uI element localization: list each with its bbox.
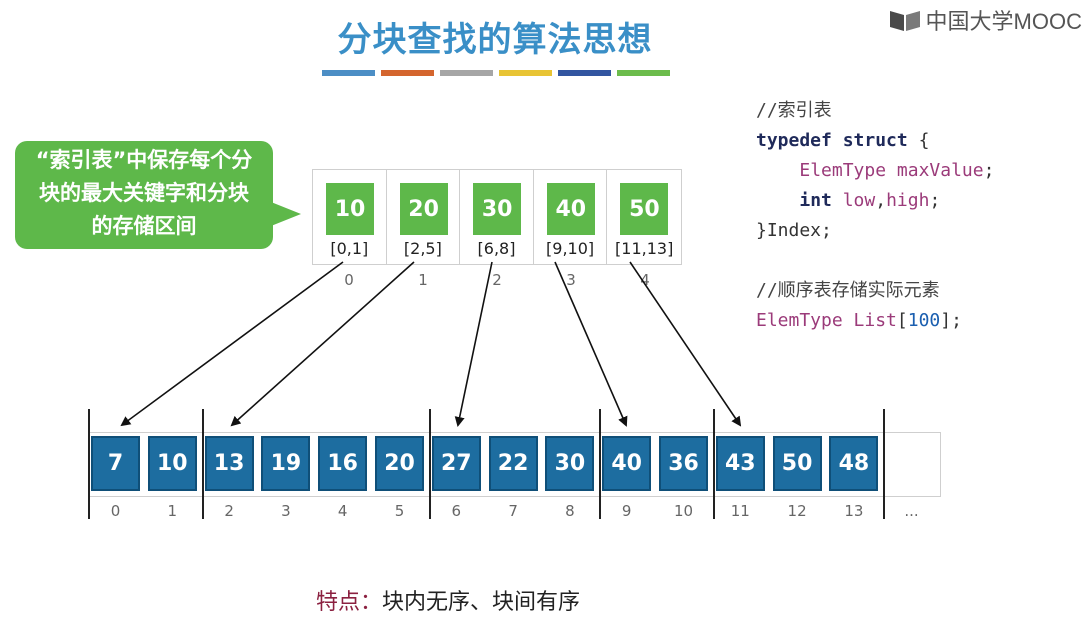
list-index: 5 — [394, 502, 405, 520]
code-field: maxValue — [896, 160, 984, 181]
list-element: 22 — [488, 436, 538, 491]
list-element: 7 — [91, 436, 140, 491]
pointer-arrow — [120, 261, 344, 427]
index-entry: 40 [9,10] — [534, 170, 608, 264]
code-field: high — [886, 190, 930, 211]
list-element: 13 — [204, 436, 254, 491]
list-element: 43 — [715, 436, 765, 491]
index-entry: 10 [0,1] — [313, 170, 387, 264]
code-var: List — [853, 310, 897, 331]
code-brace: { — [907, 130, 930, 151]
index-position: 3 — [566, 271, 576, 289]
list-element: 10 — [147, 436, 197, 491]
code-close: }Index; — [756, 220, 832, 241]
code-keyword: int — [799, 190, 832, 211]
logo-text: 中国大学MOOC — [925, 9, 1082, 34]
index-range: [6,8] — [477, 239, 516, 258]
list-index: 7 — [508, 502, 518, 520]
index-position: 1 — [418, 271, 428, 289]
list-index: 9 — [621, 502, 632, 520]
index-range: [9,10] — [546, 239, 595, 258]
index-range: [11,13] — [615, 239, 674, 258]
index-range: [2,5] — [403, 239, 442, 258]
block-divider — [599, 409, 601, 519]
index-max-value: 30 — [473, 183, 522, 235]
index-table: 10 [0,1] 20 [2,5] 30 [6,8] 40 [9,10] 50 … — [312, 169, 682, 265]
index-range: [0,1] — [330, 239, 369, 258]
list-element: 36 — [659, 436, 708, 491]
list-element: 48 — [829, 436, 879, 491]
feature-text: 块内无序、块间有序 — [382, 590, 581, 615]
index-max-value: 50 — [620, 183, 669, 235]
block-divider — [883, 409, 885, 519]
list-index: 6 — [451, 502, 462, 520]
index-position: 0 — [344, 271, 354, 289]
code-type: ElemType — [799, 160, 887, 181]
list-index: 11 — [730, 502, 750, 520]
callout-pointer — [271, 202, 301, 226]
block-divider — [713, 409, 715, 519]
list-index: 4 — [337, 502, 348, 520]
block-divider — [202, 409, 204, 519]
code-number: 100 — [907, 310, 941, 331]
stripe — [617, 70, 670, 76]
code-comment: //索引表 — [756, 100, 832, 121]
block-divider — [429, 409, 431, 519]
code-keyword: struct — [842, 130, 908, 151]
index-entry: 20 [2,5] — [387, 170, 461, 264]
list-index: 8 — [565, 502, 575, 520]
index-entry: 30 [6,8] — [460, 170, 534, 264]
stripe — [499, 70, 552, 76]
code-block: //索引表 typedef struct { ElemType maxValue… — [756, 100, 995, 331]
list-index: 10 — [673, 502, 694, 520]
list-element: 40 — [602, 436, 652, 491]
mooc-logo: 中国大学MOOC — [888, 4, 1082, 36]
code-keyword: typedef — [756, 130, 832, 151]
index-max-value: 20 — [399, 183, 448, 235]
list-index: 3 — [281, 502, 291, 520]
list-element: 30 — [545, 436, 595, 491]
list-ellipsis: ... — [904, 502, 919, 520]
block-divider — [88, 409, 90, 519]
code-type: ElemType — [756, 310, 843, 331]
code-comment: //顺序表存储实际元素 — [756, 280, 940, 301]
list-element: 20 — [375, 436, 424, 491]
stripe — [322, 70, 375, 76]
stripe — [440, 70, 493, 76]
book-logo-icon — [889, 11, 920, 31]
index-position: 4 — [640, 271, 650, 289]
list-index: 0 — [110, 502, 121, 520]
stripe — [558, 70, 611, 76]
index-max-value: 10 — [326, 183, 374, 235]
index-entry: 50 [11,13] — [607, 170, 681, 264]
code-field: low — [842, 190, 876, 211]
index-max-value: 40 — [546, 183, 595, 235]
list-element: 19 — [261, 436, 311, 491]
list-index: 2 — [224, 502, 234, 520]
list-index: 12 — [787, 502, 807, 520]
index-table-callout: “索引表”中保存每个分 块的最大关键字和分块 的存储区间 — [15, 141, 273, 249]
list-element: 50 — [772, 436, 822, 491]
feature-summary: 特点：块内无序、块间有序 — [316, 584, 580, 616]
callout-line: 块的最大关键字和分块 — [39, 181, 249, 205]
callout-line: “索引表”中保存每个分 — [35, 148, 253, 172]
page-title: 分块查找的算法思想 — [337, 20, 653, 60]
sequential-list-frame — [88, 432, 941, 497]
list-element: 16 — [318, 436, 368, 491]
title-underline-stripes — [322, 70, 676, 76]
index-position: 2 — [492, 271, 502, 289]
stripe — [381, 70, 434, 76]
list-index: 1 — [167, 502, 178, 520]
list-index: 13 — [844, 502, 864, 520]
callout-line: 的存储区间 — [91, 214, 197, 238]
list-element: 27 — [431, 436, 481, 491]
feature-label: 特点： — [316, 590, 383, 615]
